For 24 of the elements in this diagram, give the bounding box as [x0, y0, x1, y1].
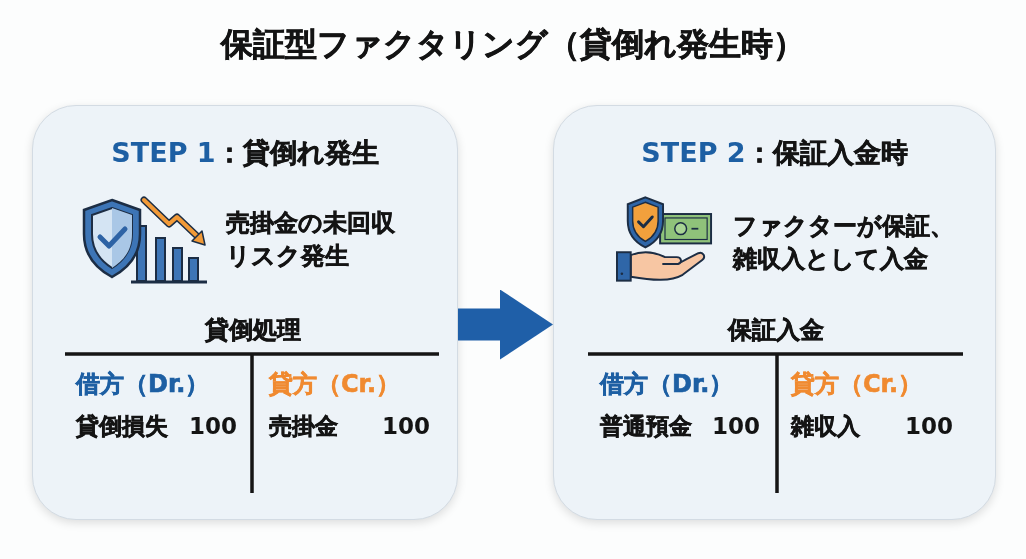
step-number: STEP 1 [111, 137, 216, 168]
account-name: 雑収入 [791, 412, 860, 440]
credit-header: 貸方（Cr.） [791, 370, 923, 398]
debit-header: 借方（Dr.） [600, 370, 734, 398]
account-name: 貸倒損失 [76, 412, 168, 440]
journal-entry-title: 保証入金 [728, 316, 824, 344]
step-description: ファクターが保証、雑収入として入金 [733, 211, 955, 275]
step-description: 売掛金の未回収リスク発生 [226, 208, 396, 272]
amount: 100 [189, 412, 237, 440]
amount: 100 [382, 412, 430, 440]
step-number: STEP 2 [641, 137, 746, 168]
credit-header: 貸方（Cr.） [269, 370, 401, 398]
debit-header: 借方（Dr.） [76, 370, 210, 398]
block-arrow [458, 289, 553, 360]
amount: 100 [712, 412, 760, 440]
step-card [32, 105, 458, 520]
journal-entry-title: 貸倒処理 [205, 316, 301, 344]
step-heading: ：保証入金時 [745, 137, 908, 168]
account-name: 普通預金 [600, 412, 692, 440]
diagram-title: 保証型ファクタリング（貸倒れ発生時） [221, 24, 805, 64]
account-name: 売掛金 [269, 412, 338, 440]
step-card [553, 105, 996, 520]
step-heading: ：貸倒れ発生 [215, 137, 379, 168]
amount: 100 [905, 412, 953, 440]
